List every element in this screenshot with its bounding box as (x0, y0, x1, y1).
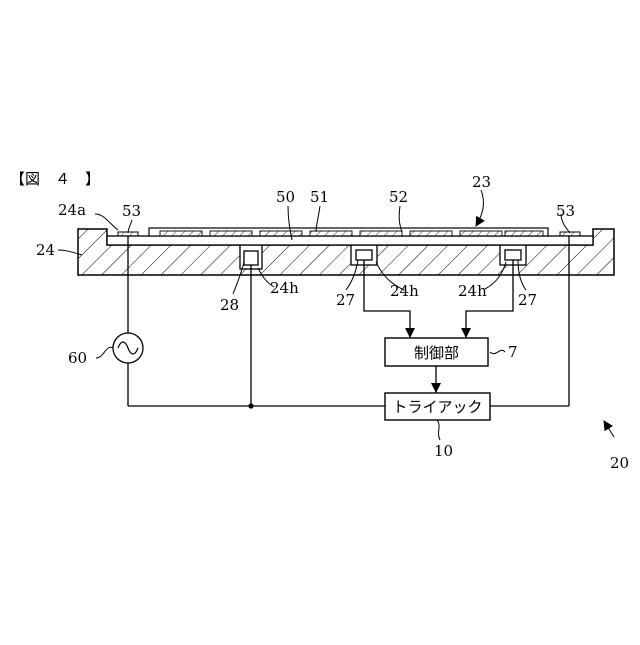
label-51: 51 (310, 188, 329, 206)
triac-10: トライアック (385, 393, 490, 420)
label-52: 52 (389, 188, 408, 206)
arrow-20 (604, 421, 614, 437)
label-50: 50 (276, 188, 295, 206)
heater-layer-23 (149, 228, 548, 236)
sensor-28 (244, 251, 258, 265)
label-27-b: 27 (518, 291, 537, 309)
label-10: 10 (434, 442, 453, 460)
label-24: 24 (36, 241, 55, 259)
label-28: 28 (220, 296, 239, 314)
control-unit-7: 制御部 (385, 338, 488, 366)
label-24h-b: 24h (390, 282, 419, 300)
sensor-27-a (356, 250, 372, 260)
label-24a: 24a (58, 201, 86, 219)
arrow-23 (476, 190, 483, 226)
sensor-27-b (505, 250, 521, 260)
label-53-left: 53 (122, 202, 141, 220)
junction-dot (248, 403, 253, 408)
label-53-right: 53 (556, 202, 575, 220)
triac-label: トライアック (392, 398, 482, 416)
label-23: 23 (472, 173, 491, 191)
top-plate-50 (107, 236, 593, 245)
label-60: 60 (68, 349, 87, 367)
label-27-a: 27 (336, 291, 355, 309)
figure-title: 【図 ４ 】 (10, 170, 100, 188)
label-7: 7 (508, 343, 518, 361)
ac-power-source-60 (113, 333, 143, 363)
label-24h-a: 24h (270, 279, 299, 297)
control-unit-label: 制御部 (414, 344, 459, 362)
label-24h-c: 24h (458, 282, 487, 300)
label-20: 20 (610, 454, 629, 472)
